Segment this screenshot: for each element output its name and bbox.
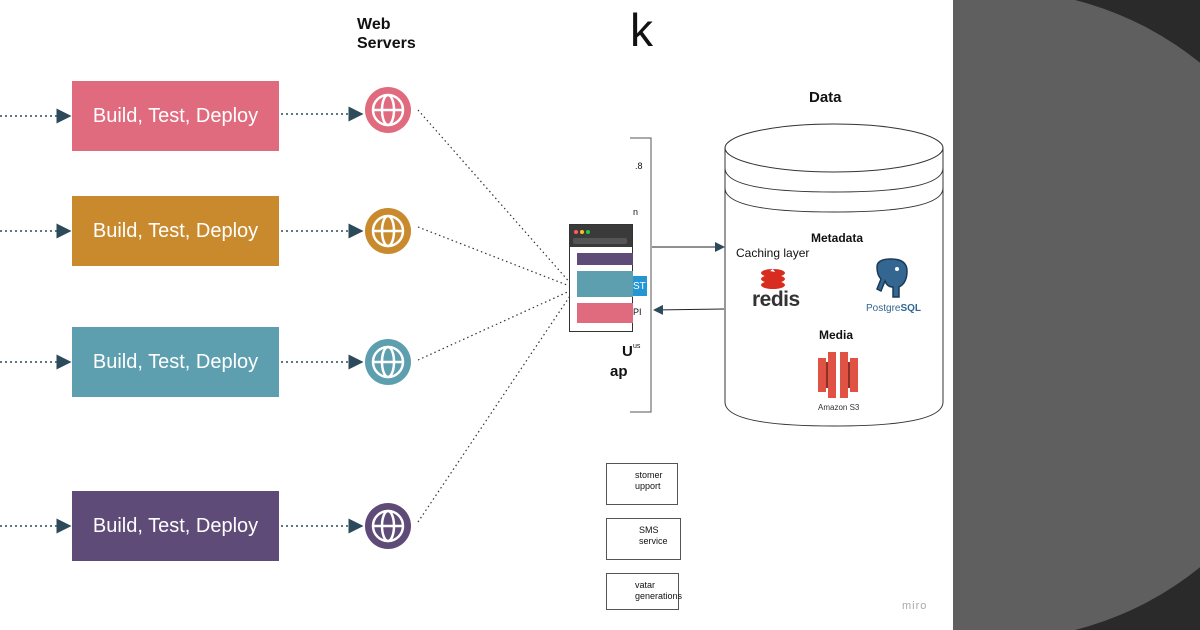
app-box-outline [630, 137, 652, 413]
server-link [417, 289, 573, 361]
web-servers-title: Web Servers [357, 15, 416, 53]
app-fragment: n [633, 207, 639, 217]
browser-content-row [577, 303, 633, 323]
server-link [417, 226, 573, 288]
browser-content-row [577, 271, 633, 297]
globe-icon [365, 339, 411, 385]
stage-label: Build, Test, Deploy [92, 514, 259, 537]
service-box-sms: SMS service [606, 518, 681, 560]
service-label-line: generations [635, 591, 683, 601]
app-fragment: U [622, 343, 633, 360]
globe-icon [365, 208, 411, 254]
metadata-label: Metadata [811, 231, 864, 245]
stage-label: Build, Test, Deploy [92, 219, 259, 242]
stage-label: Build, Test, Deploy [92, 350, 259, 373]
postgresql-wordmark-part: SQL [900, 303, 922, 314]
cut-off-title: k [630, 4, 653, 56]
service-label-line: stomer [635, 470, 663, 480]
redis-wordmark: redis [752, 288, 800, 311]
postgresql-wordmark: PostgreSQL [866, 303, 921, 314]
amazon-s3-label: Amazon S3 [818, 403, 860, 412]
postgresql-elephant-icon [876, 258, 908, 298]
server-link [417, 109, 573, 286]
data-title: Data [809, 89, 842, 106]
service-label-line: service [639, 536, 668, 546]
app-fragment: ST [633, 281, 646, 292]
app-fragment: .8 [635, 161, 643, 171]
stage-box-3[interactable]: Build, Test, Deploy [72, 327, 279, 397]
globe-icon [365, 87, 411, 133]
maximize-dot-icon [586, 230, 590, 234]
stage-box-4[interactable]: Build, Test, Deploy [72, 491, 279, 561]
miro-watermark: miro [902, 600, 928, 612]
service-label-line: upport [635, 481, 661, 491]
service-box-avatar: vatar generations [606, 573, 683, 610]
stage-box-1[interactable]: Build, Test, Deploy [72, 81, 279, 151]
caching-layer-label: Caching layer [736, 246, 810, 260]
app-fragment: ap [610, 363, 628, 380]
globe-icon [365, 503, 411, 549]
server-link [417, 292, 573, 523]
service-box-customer-support: stomer upport [606, 463, 678, 505]
minimize-dot-icon [580, 230, 584, 234]
media-label: Media [819, 328, 854, 342]
address-bar [573, 238, 627, 244]
web-servers-title-line2: Servers [357, 35, 416, 52]
app-fragment: us [633, 343, 641, 350]
browser-content-row [577, 253, 633, 265]
close-dot-icon [574, 230, 578, 234]
rest-badge [633, 276, 647, 296]
service-label-line: vatar [635, 580, 656, 590]
data-to-app-arrow [653, 304, 725, 315]
postgresql-wordmark-part: Postgre [866, 303, 901, 314]
stage-box-2[interactable]: Build, Test, Deploy [72, 196, 279, 266]
database-cylinder [724, 123, 944, 427]
web-servers-title-line1: Web [357, 16, 391, 33]
amazon-s3-icon [818, 352, 858, 398]
browser-toolbar [570, 225, 632, 247]
service-label-line: SMS [639, 525, 659, 535]
browser-window [569, 224, 633, 332]
redis-icon [761, 269, 785, 289]
stage-label: Build, Test, Deploy [92, 104, 259, 127]
app-fragment: PI [633, 307, 642, 317]
